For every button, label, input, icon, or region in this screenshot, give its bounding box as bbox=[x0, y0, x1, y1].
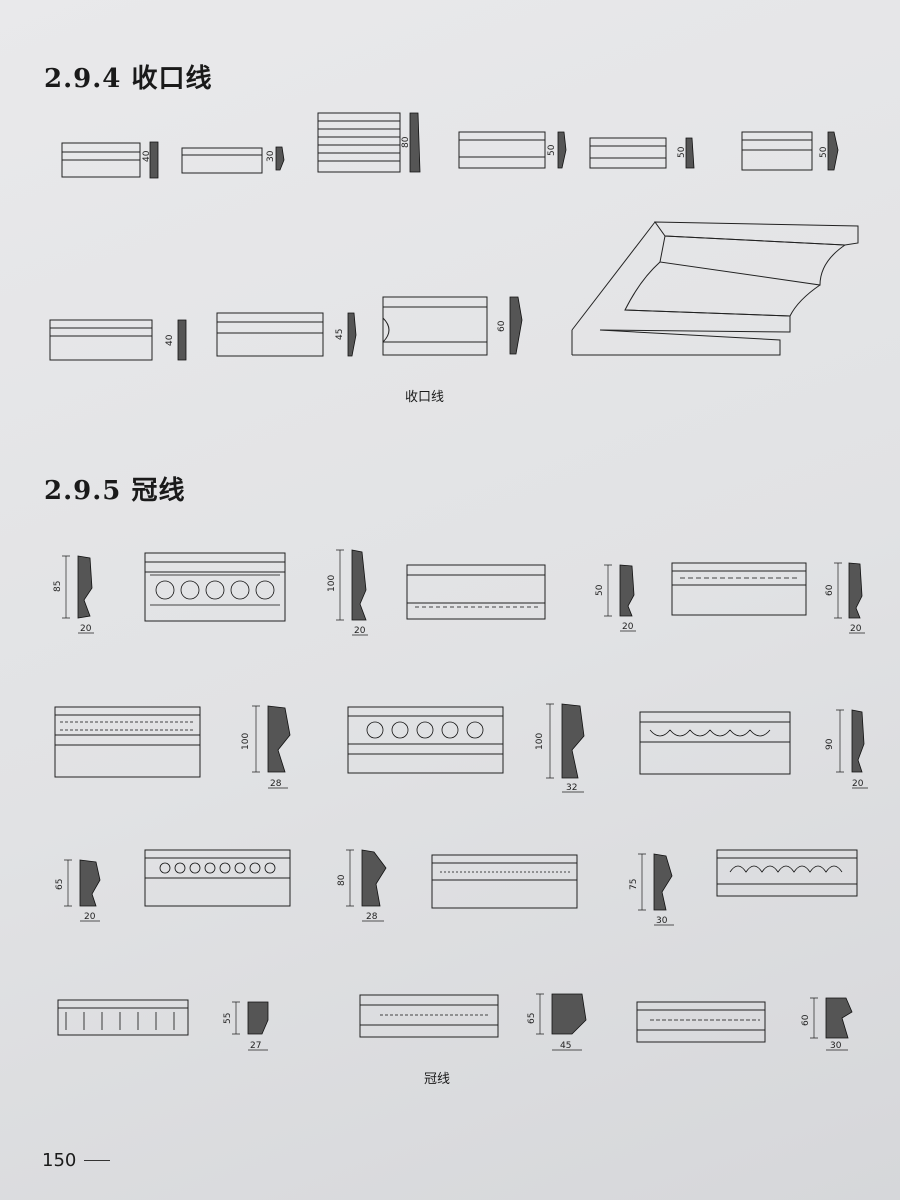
trim-profile bbox=[177, 319, 187, 361]
trim-elevation bbox=[589, 137, 667, 169]
folio-rule bbox=[84, 1160, 111, 1161]
dimension-width-label: 30 bbox=[830, 1041, 842, 1051]
dimension-height-label: 60 bbox=[825, 584, 835, 596]
crown-elevation bbox=[359, 994, 499, 1038]
crown-elevation bbox=[347, 706, 504, 774]
crown-elevation bbox=[636, 1001, 766, 1043]
dimension-label: 80 bbox=[401, 136, 411, 148]
crown-profile bbox=[825, 997, 853, 1039]
section-heading-trim: 2.9.4 收口线 bbox=[44, 58, 212, 95]
crown-profile bbox=[361, 849, 387, 907]
trim-elevation bbox=[216, 312, 324, 357]
crown-elevation bbox=[671, 562, 807, 616]
trim-profile bbox=[149, 141, 159, 179]
crown-profile bbox=[247, 1001, 269, 1035]
trim-profile bbox=[409, 112, 421, 173]
page-number-text: 150 bbox=[42, 1150, 77, 1171]
trim-elevation bbox=[382, 296, 488, 356]
crown-elevation bbox=[54, 706, 201, 778]
crown-elevation bbox=[431, 854, 578, 909]
dimension-height-label: 100 bbox=[535, 733, 545, 750]
dimension-height-label: 55 bbox=[223, 1013, 233, 1024]
dimension-width-label: 45 bbox=[560, 1041, 571, 1051]
dimension-height-label: 80 bbox=[337, 874, 347, 886]
section-title-text: 收口线 bbox=[131, 64, 213, 94]
trim-profile bbox=[557, 131, 567, 169]
crown-elevation bbox=[716, 849, 858, 897]
dimension-width-label: 28 bbox=[270, 779, 282, 789]
dimension-label: 45 bbox=[335, 329, 345, 340]
trim-elevation bbox=[61, 142, 141, 178]
trim-elevation bbox=[49, 319, 153, 361]
dimension-height-label: 65 bbox=[55, 879, 65, 890]
section-number: 2.9.5 bbox=[44, 476, 122, 506]
dimension-label: 30 bbox=[266, 150, 276, 162]
trim-profile bbox=[827, 131, 839, 171]
crown-profile bbox=[267, 705, 291, 773]
trim-elevation-fluted bbox=[317, 112, 401, 173]
dimension-height-label: 100 bbox=[327, 575, 337, 592]
dimension-height-label: 90 bbox=[825, 738, 835, 750]
section-heading-crown: 2.9.5 冠线 bbox=[44, 470, 185, 507]
crown-profile bbox=[848, 562, 863, 619]
dimension-width-label: 20 bbox=[852, 779, 864, 789]
dimension-height-label: 85 bbox=[53, 581, 63, 592]
crown-elevation bbox=[144, 552, 286, 622]
trim-profile bbox=[275, 146, 285, 171]
crown-profile bbox=[653, 853, 673, 911]
dimension-width-label: 28 bbox=[366, 912, 378, 922]
crown-profile bbox=[619, 564, 635, 617]
dimension-height-label: 60 bbox=[801, 1014, 811, 1026]
dimension-label: 50 bbox=[819, 146, 829, 158]
crown-profile bbox=[351, 549, 367, 621]
dimension-width-label: 32 bbox=[566, 783, 577, 793]
crown-profile bbox=[79, 859, 101, 907]
trim-elevation bbox=[741, 131, 813, 171]
dimension-width-label: 30 bbox=[656, 916, 668, 926]
trim-elevation bbox=[458, 131, 546, 169]
dimension-height-label: 75 bbox=[629, 879, 639, 890]
trim-profile bbox=[347, 312, 357, 357]
page-number: 150 bbox=[42, 1150, 111, 1171]
dimension-label: 40 bbox=[142, 150, 152, 162]
dimension-height-label: 100 bbox=[241, 733, 251, 750]
dimension-width-label: 20 bbox=[80, 624, 92, 634]
crown-profile bbox=[561, 703, 585, 779]
crown-perspective-drawing bbox=[571, 221, 859, 356]
figure-caption-trim: 收口线 bbox=[405, 390, 445, 405]
dimension-width-label: 20 bbox=[850, 624, 862, 634]
dimension-label: 40 bbox=[165, 334, 175, 346]
crown-elevation bbox=[144, 849, 291, 907]
crown-elevation bbox=[57, 999, 189, 1036]
crown-profile bbox=[851, 709, 865, 773]
trim-elevation bbox=[181, 147, 263, 174]
crown-elevation bbox=[406, 564, 546, 620]
dimension-width-label: 27 bbox=[250, 1041, 261, 1051]
dimension-label: 50 bbox=[677, 146, 687, 158]
dimension-width-label: 20 bbox=[354, 626, 366, 636]
section-title-text: 冠线 bbox=[131, 476, 186, 506]
trim-profile bbox=[509, 296, 523, 355]
crown-elevation bbox=[639, 711, 791, 775]
dimension-width-label: 20 bbox=[84, 912, 96, 922]
trim-profile bbox=[685, 137, 695, 169]
dimension-label: 50 bbox=[547, 144, 557, 156]
section-number: 2.9.4 bbox=[44, 64, 122, 94]
dimension-width-label: 20 bbox=[622, 622, 634, 632]
crown-profile bbox=[77, 555, 93, 619]
crown-profile bbox=[551, 993, 587, 1035]
dimension-height-label: 65 bbox=[527, 1013, 537, 1024]
dimension-label: 60 bbox=[497, 320, 507, 332]
figure-caption-crown: 冠线 bbox=[424, 1072, 451, 1087]
dimension-height-label: 50 bbox=[595, 584, 605, 596]
